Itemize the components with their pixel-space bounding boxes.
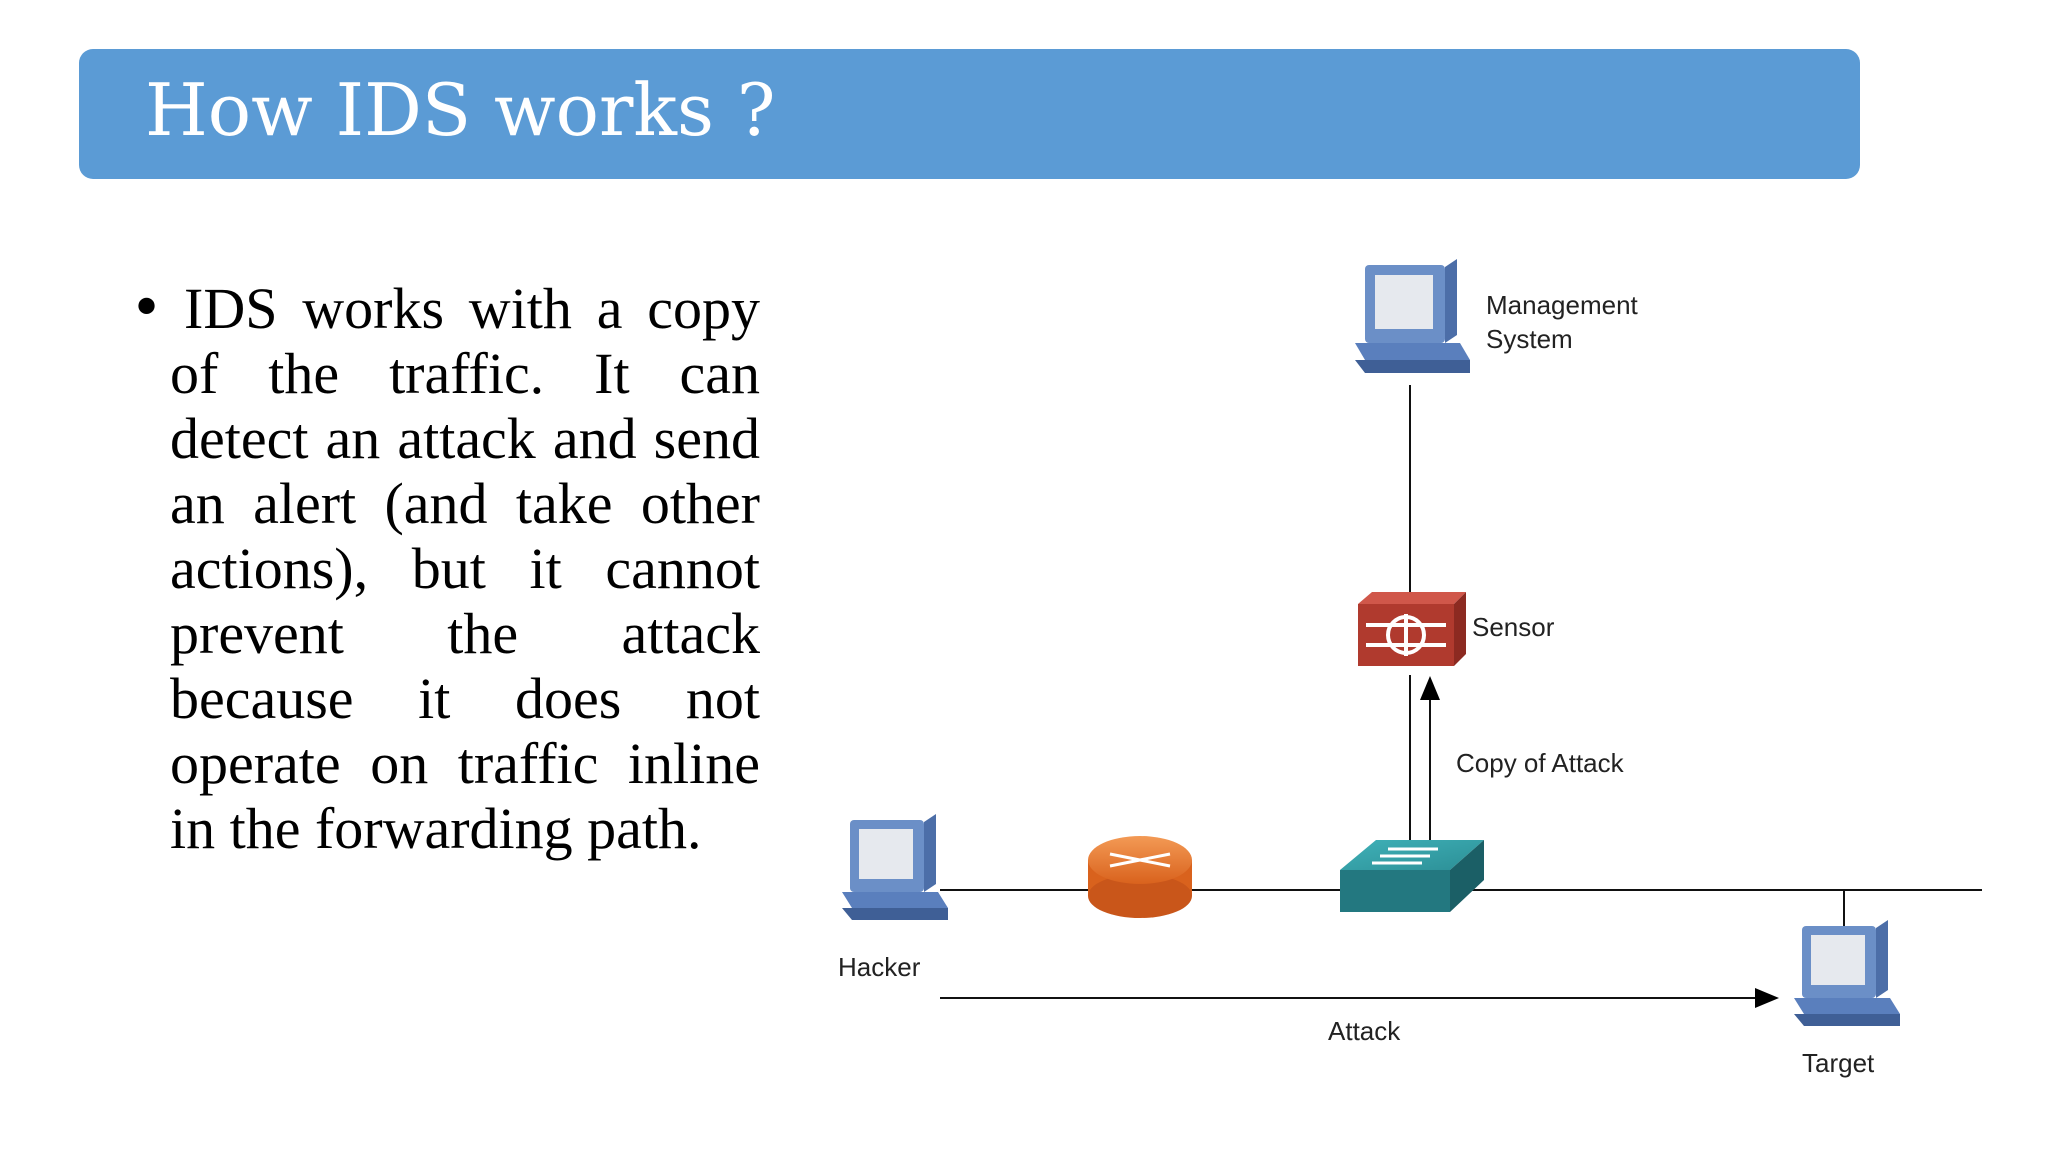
computer-icon xyxy=(1794,920,1900,1026)
hacker-label: Hacker xyxy=(838,952,921,982)
ids-sensor-icon xyxy=(1358,592,1466,666)
copy-of-attack-label: Copy of Attack xyxy=(1456,748,1625,778)
bullet-marker: • xyxy=(130,276,164,341)
management-label-line2: System xyxy=(1486,324,1573,354)
title-bar: How IDS works ? xyxy=(79,49,1860,179)
target-label: Target xyxy=(1802,1048,1875,1078)
management-label-line1: Management xyxy=(1486,290,1639,320)
slide-title: How IDS works ? xyxy=(145,68,776,152)
sensor-label: Sensor xyxy=(1472,612,1555,642)
computer-icon xyxy=(842,814,948,920)
diagram-canvas: Management System Sensor Copy of Attack xyxy=(838,259,1982,1078)
router-icon xyxy=(1088,836,1192,918)
switch-icon xyxy=(1340,840,1484,912)
bullet-text: IDS works with a copy of the traffic. It… xyxy=(170,276,760,861)
ids-network-diagram: Management System Sensor Copy of Attack xyxy=(820,240,2020,1140)
attack-label: Attack xyxy=(1328,1016,1401,1046)
computer-icon xyxy=(1355,259,1470,373)
